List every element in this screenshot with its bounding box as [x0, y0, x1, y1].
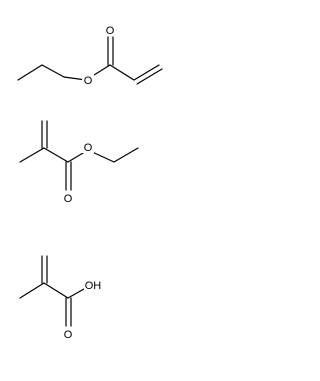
molecule-methacrylic-acid: OH O	[19, 255, 102, 341]
bond	[109, 64, 135, 81]
molecule-ethyl-acrylate: O O	[17, 23, 163, 87]
bond	[43, 147, 69, 163]
bond	[19, 147, 45, 163]
atom-label: O	[64, 329, 73, 341]
bond	[113, 147, 139, 163]
atom-label: O	[84, 75, 93, 87]
atom-label: O	[84, 142, 93, 154]
bond-double	[133, 64, 160, 81]
atom-label: OH	[85, 280, 102, 292]
chemical-structures-diagram: O O O O OH O	[17, 23, 163, 341]
bond	[17, 64, 43, 81]
bond	[43, 282, 69, 299]
atom-label: O	[64, 193, 73, 205]
bond	[19, 282, 45, 299]
molecule-ethyl-methacrylate: O O	[19, 120, 139, 205]
bond-double	[136, 68, 163, 85]
atom-label: O	[106, 25, 115, 37]
bond	[67, 288, 85, 299]
bond	[41, 64, 65, 78]
